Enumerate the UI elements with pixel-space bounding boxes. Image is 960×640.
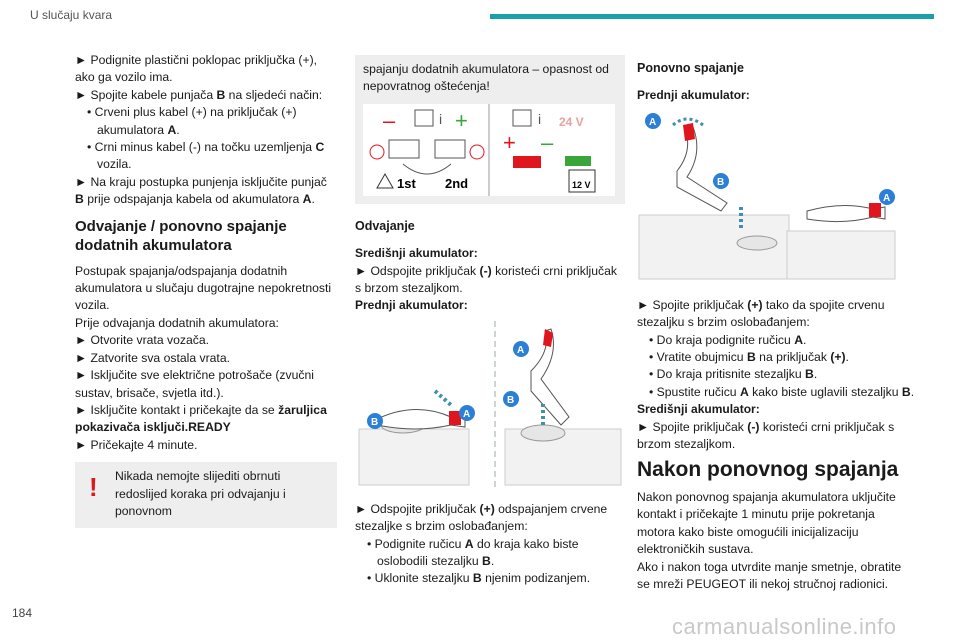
svg-text:A: A xyxy=(517,345,524,356)
svg-text:i: i xyxy=(538,111,541,127)
badge-b xyxy=(503,390,519,407)
terminal-post xyxy=(736,235,778,251)
minus-sign: – xyxy=(383,108,396,133)
step-disconnect-plus: ► Odspojite priključak (+) odspajanjem c… xyxy=(355,501,608,534)
warning-box-continued: spajanju dodatnih akumulatora – opasnost… xyxy=(355,55,625,204)
watermark: carmanualsonline.info xyxy=(672,614,897,639)
clamp-body xyxy=(376,408,466,430)
label-1st: 1st xyxy=(397,176,416,191)
svg-text:i: i xyxy=(439,111,442,127)
step-close-doors: ► Zatvorite sva ostala vrata. xyxy=(75,350,230,365)
label-24v: 24 V xyxy=(559,115,584,129)
column-2: spajanju dodatnih akumulatora – opasnost… xyxy=(355,55,625,588)
plus-sign: + xyxy=(455,108,468,133)
section-heading: Odvajanje / ponovno spajanje dodatnih ak… xyxy=(75,217,287,254)
front-battery-label: Prednji akumulator: xyxy=(637,88,750,103)
bullet-return-clip: • Vratite obujmicu B na priključak (+). xyxy=(649,350,849,365)
central-battery-label: Središnji akumulator: xyxy=(355,246,478,261)
step-switch-off-charger: ► Na kraju postupka punjenja isključite … xyxy=(75,174,327,207)
step-wait: ► Pričekajte 4 minute. xyxy=(75,437,198,452)
svg-text:A: A xyxy=(649,117,656,128)
bullet-press-clamp: • Do kraja pritisnite stezaljku B. xyxy=(649,367,818,382)
svg-text:B: B xyxy=(717,177,724,188)
intro-text: Postupak spajanja/odspajanja dodatnih ak… xyxy=(75,263,332,313)
battery-2-icon xyxy=(434,139,466,159)
bullet-red-cable: • Crveni plus kabel (+) na priključak (+… xyxy=(87,105,297,137)
before-text: Prije odvajanja dodatnih akumulatora: xyxy=(75,315,279,330)
forbidden-icon xyxy=(369,144,385,160)
step-connect-charger: ► Spojite kabele punjača B na sljedeći n… xyxy=(75,87,323,102)
after-reconnect-text: Nakon ponovnog spajanja akumulatora uklj… xyxy=(637,489,896,557)
front-battery-label: Prednji akumulator: xyxy=(355,298,468,313)
lifted-lever xyxy=(530,328,570,426)
battery-block xyxy=(504,428,622,486)
badge-a xyxy=(513,340,529,357)
bullet-raise-lever: • Do kraja podignite ručicu A. xyxy=(649,332,807,347)
warning-icon: ! xyxy=(89,472,98,503)
after-reconnect-help: Ako i nakon toga utvrdite manje smetnje,… xyxy=(637,559,902,591)
step-connect-minus: ► Spojite priključak (-) koristeći crni … xyxy=(637,419,895,452)
red-lever xyxy=(683,122,695,141)
battery-order-figure: – i + 1st 2nd i 24 V + – 12 V xyxy=(363,103,615,196)
disconnect-figure: B A A B xyxy=(358,320,622,491)
column-1: ► Podignite plastični poklopac priključk… xyxy=(75,52,337,529)
label-2nd: 2nd xyxy=(445,176,468,191)
green-clamp-icon xyxy=(565,155,591,166)
red-lever xyxy=(449,410,461,425)
page-number: 184 xyxy=(12,606,33,620)
battery-block xyxy=(358,428,470,486)
arrow-icon xyxy=(672,117,704,127)
svg-text:B: B xyxy=(371,417,378,428)
bullet-remove-clamp: • Uklonite stezaljku B njenim podizanjem… xyxy=(367,571,591,586)
lifted-lever xyxy=(676,126,728,212)
manual-icon xyxy=(414,109,434,127)
clamp-body xyxy=(806,204,886,222)
svg-text:+: + xyxy=(503,130,516,155)
warning-text-continued: spajanju dodatnih akumulatora – opasnost… xyxy=(363,62,609,94)
bullet-black-cable: • Crni minus kabel (-) na točku uzemljen… xyxy=(87,140,325,172)
warning-triangle-icon xyxy=(376,172,394,189)
heading-odvajanje: Odvajanje xyxy=(355,218,415,233)
arrow-icon xyxy=(433,389,453,407)
bullet-lower-lever: • Spustite ručicu A kako biste uglavili … xyxy=(649,384,915,399)
svg-text:A: A xyxy=(883,193,890,204)
step-disconnect-minus: ► Odspojite priključak (-) koristeći crn… xyxy=(355,263,617,296)
badge-a xyxy=(645,112,661,129)
bullet-lift-lever: • Podignite ručicu A do kraja kako biste… xyxy=(367,536,579,569)
battery-block xyxy=(786,230,896,280)
red-lever xyxy=(869,202,881,217)
central-battery-label: Središnji akumulator: xyxy=(637,402,760,417)
svg-text:B: B xyxy=(507,395,514,406)
badge-a xyxy=(459,404,475,421)
forbidden-icon xyxy=(469,144,485,160)
badge-a xyxy=(879,188,895,205)
battery-1-icon xyxy=(388,139,420,159)
step-connect-plus: ► Spojite priključak (+) tako da spojite… xyxy=(637,297,885,330)
heading-ponovno-spajanje: Ponovno spajanje xyxy=(637,61,744,75)
running-header: U slučaju kvara xyxy=(30,8,113,22)
terminal-post xyxy=(520,424,566,442)
red-clamp-icon xyxy=(513,155,541,168)
step-ignition-off: ► Isključite kontakt i pričekajte da se … xyxy=(75,402,327,435)
column-3: Ponovno spajanje Prednji akumulator: A B… xyxy=(637,60,915,593)
header-accent-bar xyxy=(490,14,934,19)
label-12v: 12 V xyxy=(572,180,591,190)
warning-text: Nikada nemojte slijediti obrnuti redosli… xyxy=(115,469,286,518)
reconnect-figure: A B A xyxy=(638,112,896,280)
badge-b xyxy=(367,412,383,429)
heading-after-reconnect: Nakon ponovnog spajanja xyxy=(637,458,899,482)
step-open-door: ► Otvorite vrata vozača. xyxy=(75,333,209,348)
red-lever xyxy=(543,328,553,347)
step-lift-cover: ► Podignite plastični poklopac priključk… xyxy=(75,53,318,85)
svg-text:A: A xyxy=(463,409,470,420)
badge-b xyxy=(713,172,729,189)
step-switch-off-consumers: ► Isključite sve električne potrošače (z… xyxy=(75,368,314,400)
battery-12v-icon xyxy=(568,169,596,193)
svg-text:–: – xyxy=(541,130,554,155)
manual-icon xyxy=(512,109,532,127)
warning-box: ! Nikada nemojte slijediti obrnuti redos… xyxy=(75,462,337,529)
